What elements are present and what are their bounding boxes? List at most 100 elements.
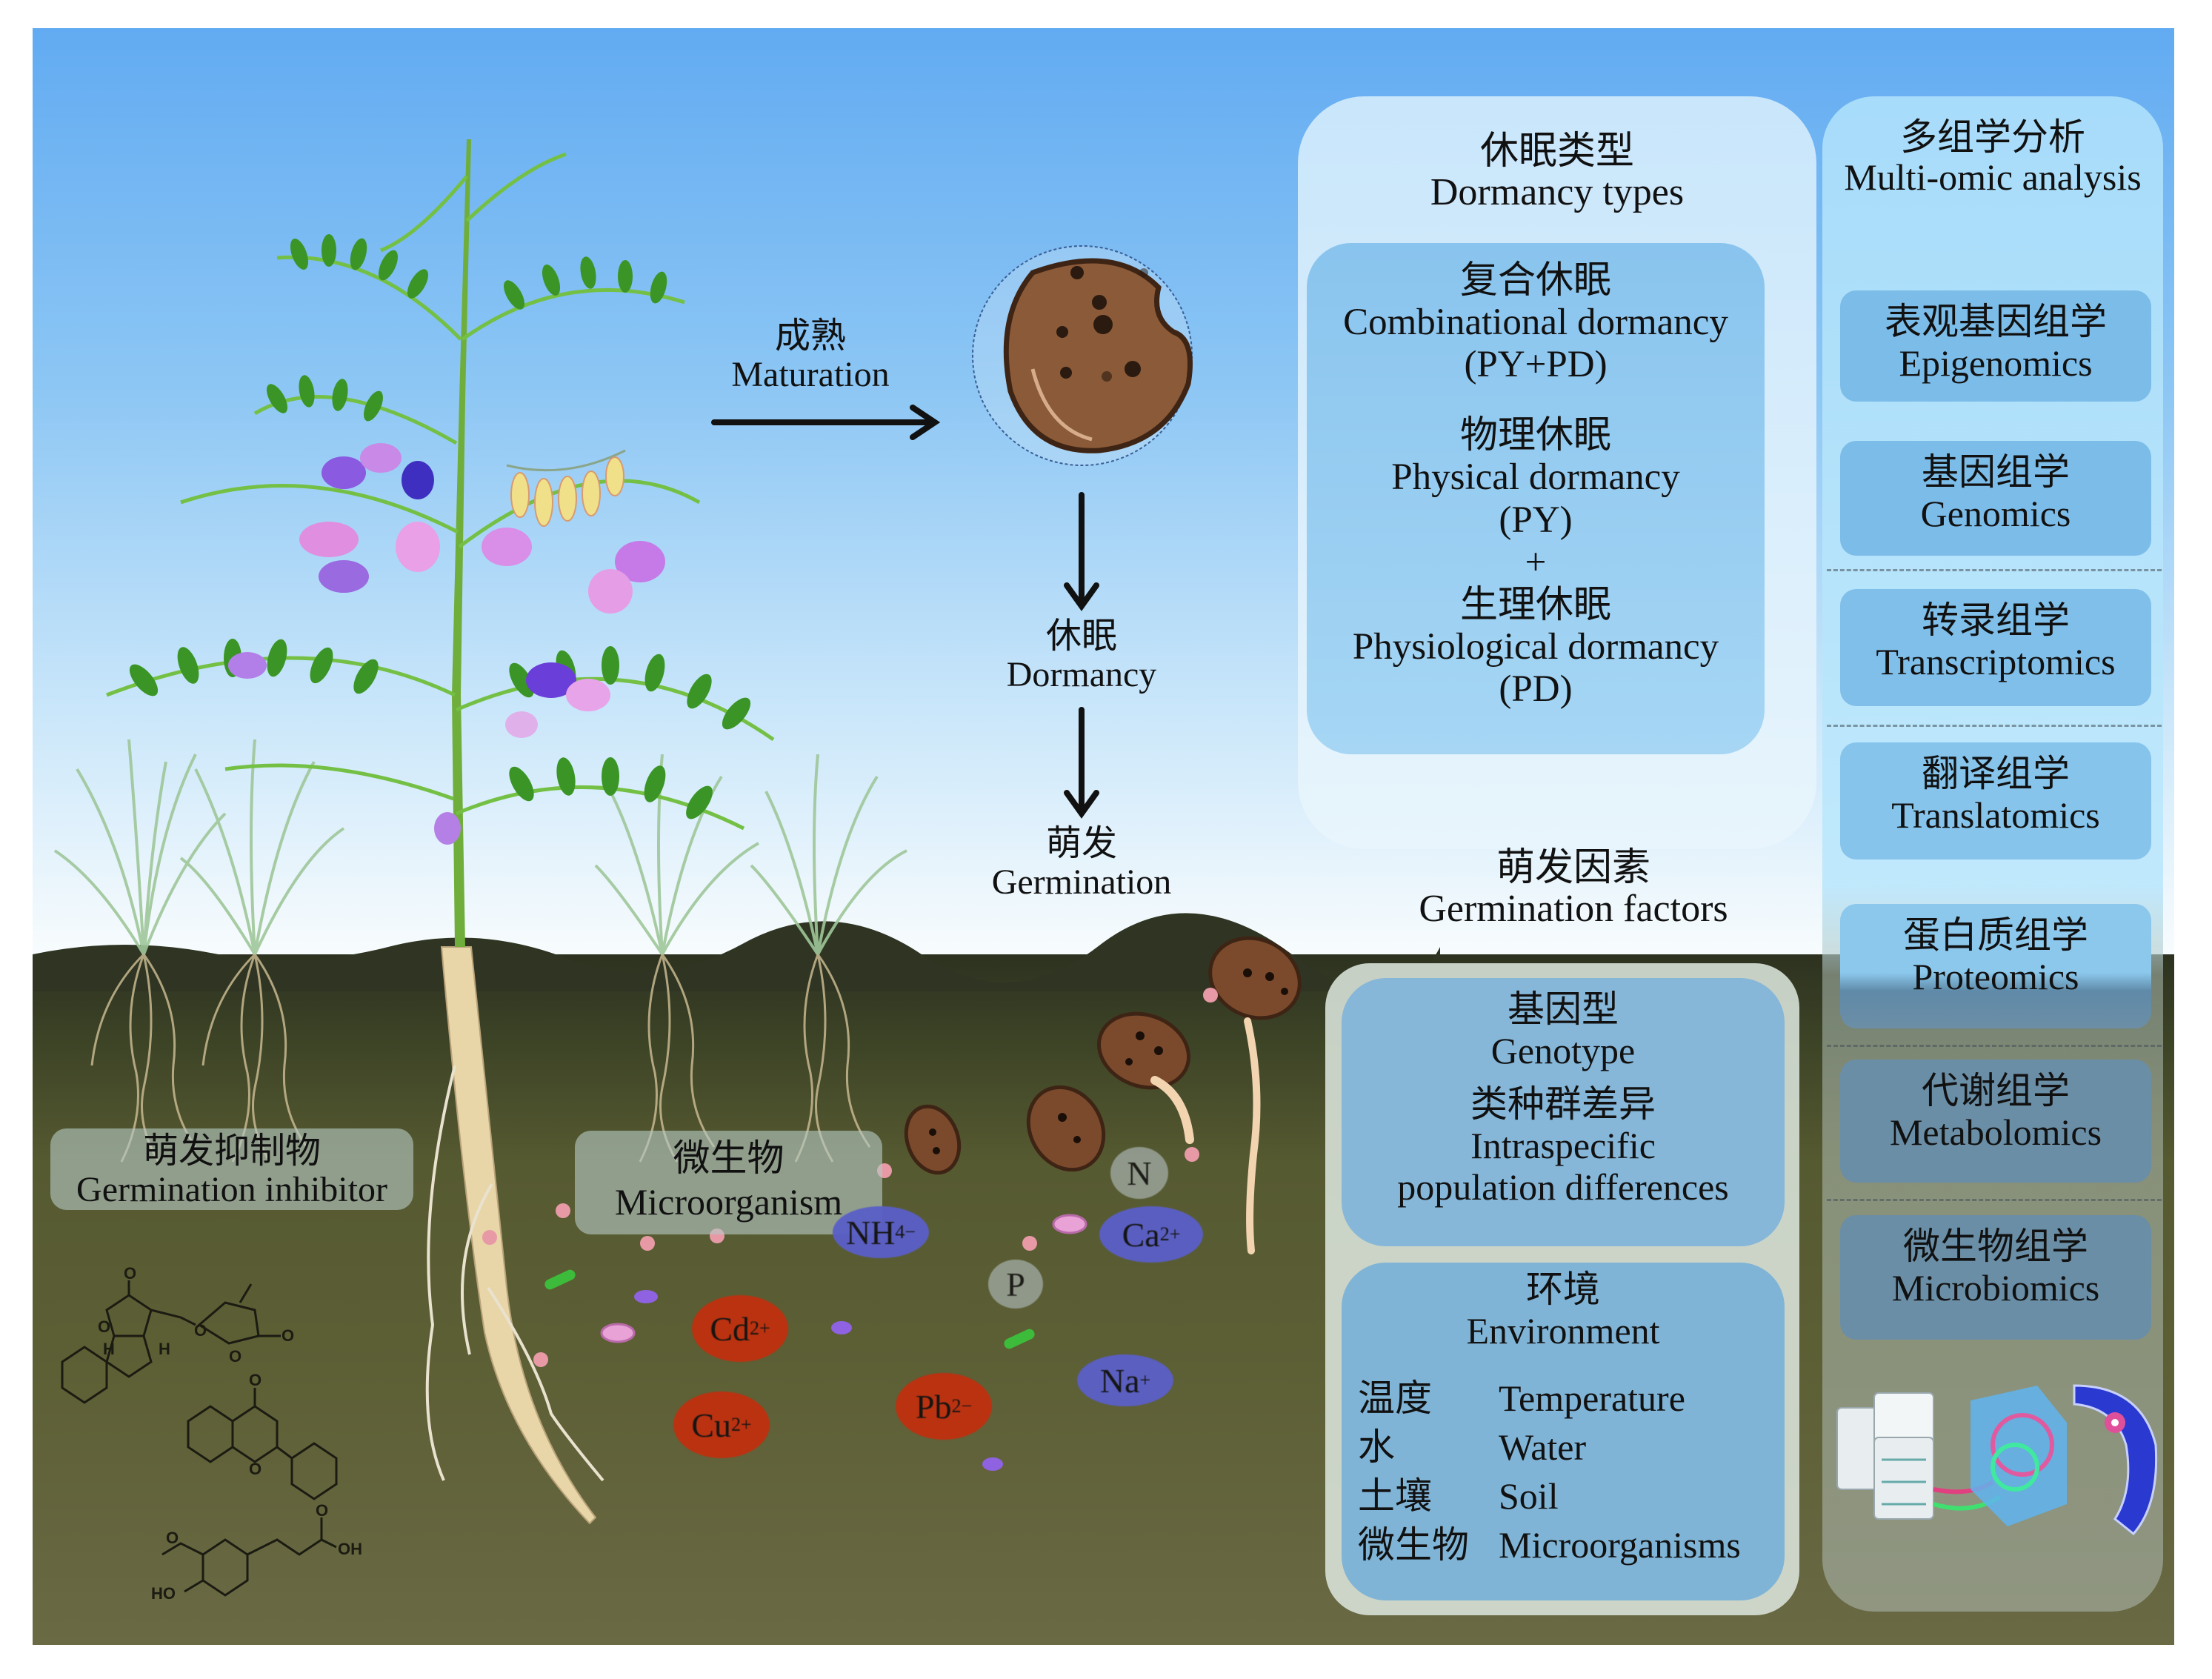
chemical-structures: [61, 1280, 338, 1597]
radicle: [1244, 1017, 1261, 1254]
omic-divider: [1827, 1199, 2162, 1201]
omic-microbiomics: 微生物组学 Microbiomics: [1840, 1215, 2151, 1340]
flower: [434, 812, 461, 845]
atom-label: OH: [338, 1540, 362, 1558]
omic-zh: 蛋白质组学: [1903, 914, 2088, 957]
omic-divider: [1827, 1045, 2162, 1047]
flower: [482, 528, 532, 566]
atom-label: O: [166, 1529, 179, 1547]
combinational-dormancy-en: Combinational dormancy: [1343, 302, 1728, 344]
environment-en: Environment: [1466, 1310, 1660, 1351]
microorganism-zh: 微生物: [673, 1137, 784, 1180]
omic-en: Metabolomics: [1889, 1111, 2102, 1153]
seed-icon: [904, 1104, 962, 1175]
dormancy-label: 休眠 Dormancy: [970, 615, 1193, 694]
atom-label: H: [159, 1340, 170, 1358]
flower: [402, 461, 434, 499]
dormancy-types-title: 休眠类型 Dormancy types: [1298, 130, 1816, 213]
atom-label: O: [229, 1347, 241, 1366]
flower: [299, 522, 359, 557]
genotype-zh: 基因型: [1508, 988, 1619, 1031]
maturation-en: Maturation: [731, 354, 890, 394]
omic-en: Proteomics: [1912, 956, 2079, 997]
flower: [322, 456, 366, 489]
physiological-dormancy-zh: 生理休眠: [1459, 582, 1611, 627]
grass-clump: [750, 754, 907, 956]
flower: [566, 679, 610, 711]
omic-epigenomics: 表观基因组学 Epigenomics: [1840, 290, 2151, 402]
multi-omic-title: 多组学分析 Multi-omic analysis: [1822, 117, 2163, 197]
soil-surface: [33, 913, 1440, 992]
lifecycle-arrows: [711, 405, 1099, 819]
flavone-structure: [187, 1388, 338, 1500]
omic-transcriptomics: 转录组学 Transcriptomics: [1840, 589, 2151, 706]
omic-en: Translatomics: [1891, 794, 2100, 836]
germinating-seeds: [904, 936, 1302, 1254]
microbe: [544, 1269, 576, 1290]
genotype-text: 基因型 Genotype 类种群差异 Intraspecific populat…: [1342, 988, 1785, 1208]
dormancy-types-panel: 休眠类型 Dormancy types 复合休眠 Combinational d…: [1298, 96, 1816, 849]
atom-label: O: [124, 1264, 136, 1283]
physical-dormancy-zh: 物理休眠: [1459, 413, 1611, 458]
dormancy-arrow: [1064, 492, 1099, 611]
dormancy-types-title-zh: 休眠类型: [1479, 129, 1634, 173]
population-differences-en-1: Intraspecific: [1470, 1125, 1656, 1166]
genotype-box: 基因型 Genotype 类种群差异 Intraspecific populat…: [1342, 978, 1785, 1246]
ferulic-acid-structure: [161, 1517, 337, 1597]
flower: [319, 560, 369, 593]
germination-factors-panel: 基因型 Genotype 类种群差异 Intraspecific populat…: [1325, 963, 1799, 1615]
atom-label: HO: [151, 1584, 176, 1603]
seed-icon: [1208, 936, 1302, 1020]
seed-icon: [1003, 258, 1193, 453]
germination-inhibitor-zh: 萌发抑制物: [142, 1130, 321, 1171]
physical-dormancy-abbr: (PY): [1499, 499, 1573, 541]
germination-arrow: [1064, 707, 1099, 819]
omic-genomics: 基因组学 Genomics: [1840, 441, 2151, 556]
omic-zh: 基因组学: [1922, 450, 2070, 493]
microbes: [482, 988, 1218, 1471]
flower: [615, 541, 665, 582]
omic-en: Genomics: [1920, 493, 2071, 534]
microbe: [982, 1457, 1003, 1471]
germination-en: Germination: [991, 862, 1172, 902]
flower: [228, 652, 267, 679]
ion-na: Na+: [1077, 1354, 1173, 1406]
microorganism-en: Microorganism: [614, 1181, 843, 1223]
atom-label: O: [282, 1326, 294, 1345]
scene-illustration: O O H H O O O O O O OH O HO: [33, 139, 1440, 1603]
grass-clump: [594, 754, 759, 956]
atom-label: O: [249, 1371, 261, 1389]
flower: [505, 711, 538, 738]
figure-frame: O O H H O O O O O O OH O HO 成熟 Maturatio…: [33, 28, 2174, 1645]
microbe: [600, 1323, 636, 1343]
grass-clump: [53, 739, 227, 956]
atom-label: H: [103, 1340, 115, 1358]
plant-leaves: [106, 152, 775, 831]
chemical-atom-labels: O O H H O O O O O O OH O HO: [98, 1264, 362, 1603]
seed-icon: [1096, 1011, 1191, 1090]
germination-factors-title-en: Germination factors: [1419, 888, 1728, 931]
omic-divider: [1827, 569, 2162, 571]
microbe: [1004, 1329, 1035, 1349]
soil-background: [33, 954, 2174, 1645]
dormancy-zh: 休眠: [1045, 615, 1117, 656]
germination-inhibitor-label: 萌发抑制物 Germination inhibitor: [50, 1128, 413, 1210]
multi-omic-title-zh: 多组学分析: [1900, 116, 2085, 159]
microbe: [831, 1321, 852, 1334]
taproot: [440, 946, 597, 1525]
data-analysis-illustration: [1836, 1384, 2158, 1536]
germination-zh: 萌发: [1045, 822, 1117, 864]
dormancy-types-lines: 复合休眠 Combinational dormancy (PY+PD) 物理休眠…: [1307, 259, 1765, 711]
dormancy-types-title-en: Dormancy types: [1430, 171, 1685, 214]
omic-en: Microbiomics: [1891, 1267, 2100, 1309]
flower: [396, 522, 440, 572]
omic-zh: 代谢组学: [1922, 1069, 2070, 1112]
